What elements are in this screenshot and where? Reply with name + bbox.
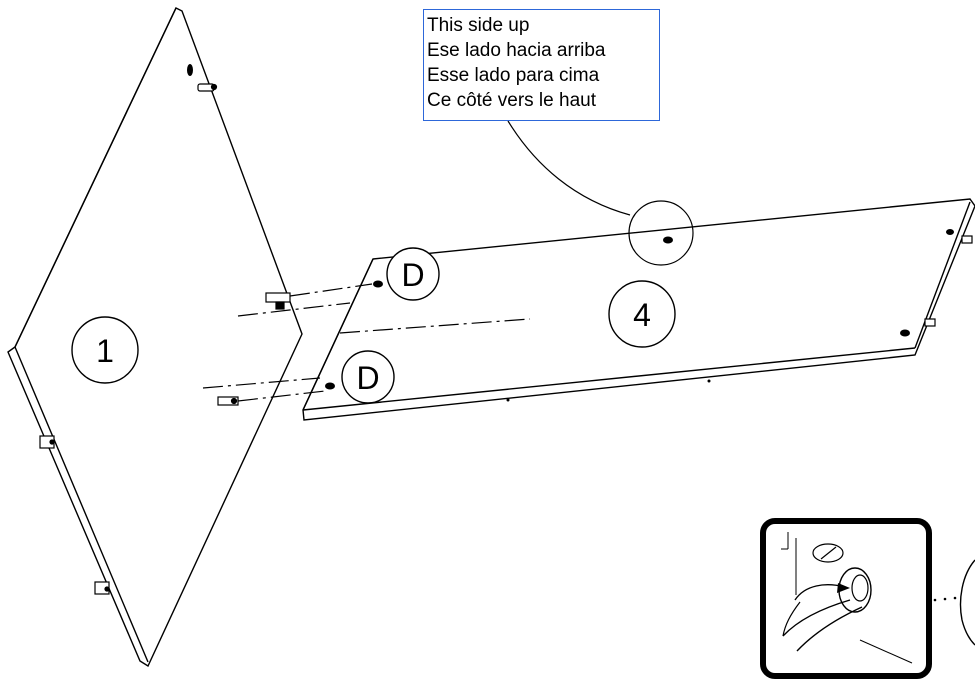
cam-lock-turn-detail-icon (760, 518, 932, 679)
panel-1 (7, 7, 303, 668)
dowel-label-upper: D (401, 257, 424, 293)
callout-line-pt: Esse lado para cima (427, 65, 600, 86)
panel-1-mid-dowel-upper (265, 292, 291, 310)
callout-leader-line (507, 120, 631, 216)
panel-1-upper-cam-hole (187, 64, 193, 76)
dowel-label-lower: D (356, 360, 379, 396)
callout-line-fr: Ce côté vers le haut (427, 90, 596, 111)
panel-4-edge-dowels (924, 235, 973, 327)
panel-1-mid-dowel-lower (217, 396, 239, 406)
label-circle-dowel-lower: D (341, 350, 395, 404)
label-circle-dowel-upper: D (386, 247, 440, 301)
panel-1-upper-dowel (197, 83, 218, 92)
label-circle-panel-1: 1 (71, 316, 139, 384)
panel-1-side-bracket-lower (94, 581, 110, 595)
cam-hole-icon (812, 543, 844, 563)
panel-1-side-bracket-upper (39, 435, 55, 449)
callout-box: This side up Ese lado hacia arriba Esse … (423, 9, 660, 121)
callout-line-es: Ese lado hacia arriba (427, 40, 606, 61)
detail-connector (933, 596, 957, 602)
part-label-1: 1 (96, 333, 114, 369)
assembly-guide-lines (202, 283, 531, 402)
label-circle-panel-4: 4 (608, 280, 676, 348)
offscreen-detail-circle (959, 559, 975, 646)
callout-line-en: This side up (427, 15, 530, 36)
callout-highlight-circle (628, 200, 694, 266)
part-label-4: 4 (633, 297, 651, 333)
panel-4-cam-holes (325, 229, 954, 402)
